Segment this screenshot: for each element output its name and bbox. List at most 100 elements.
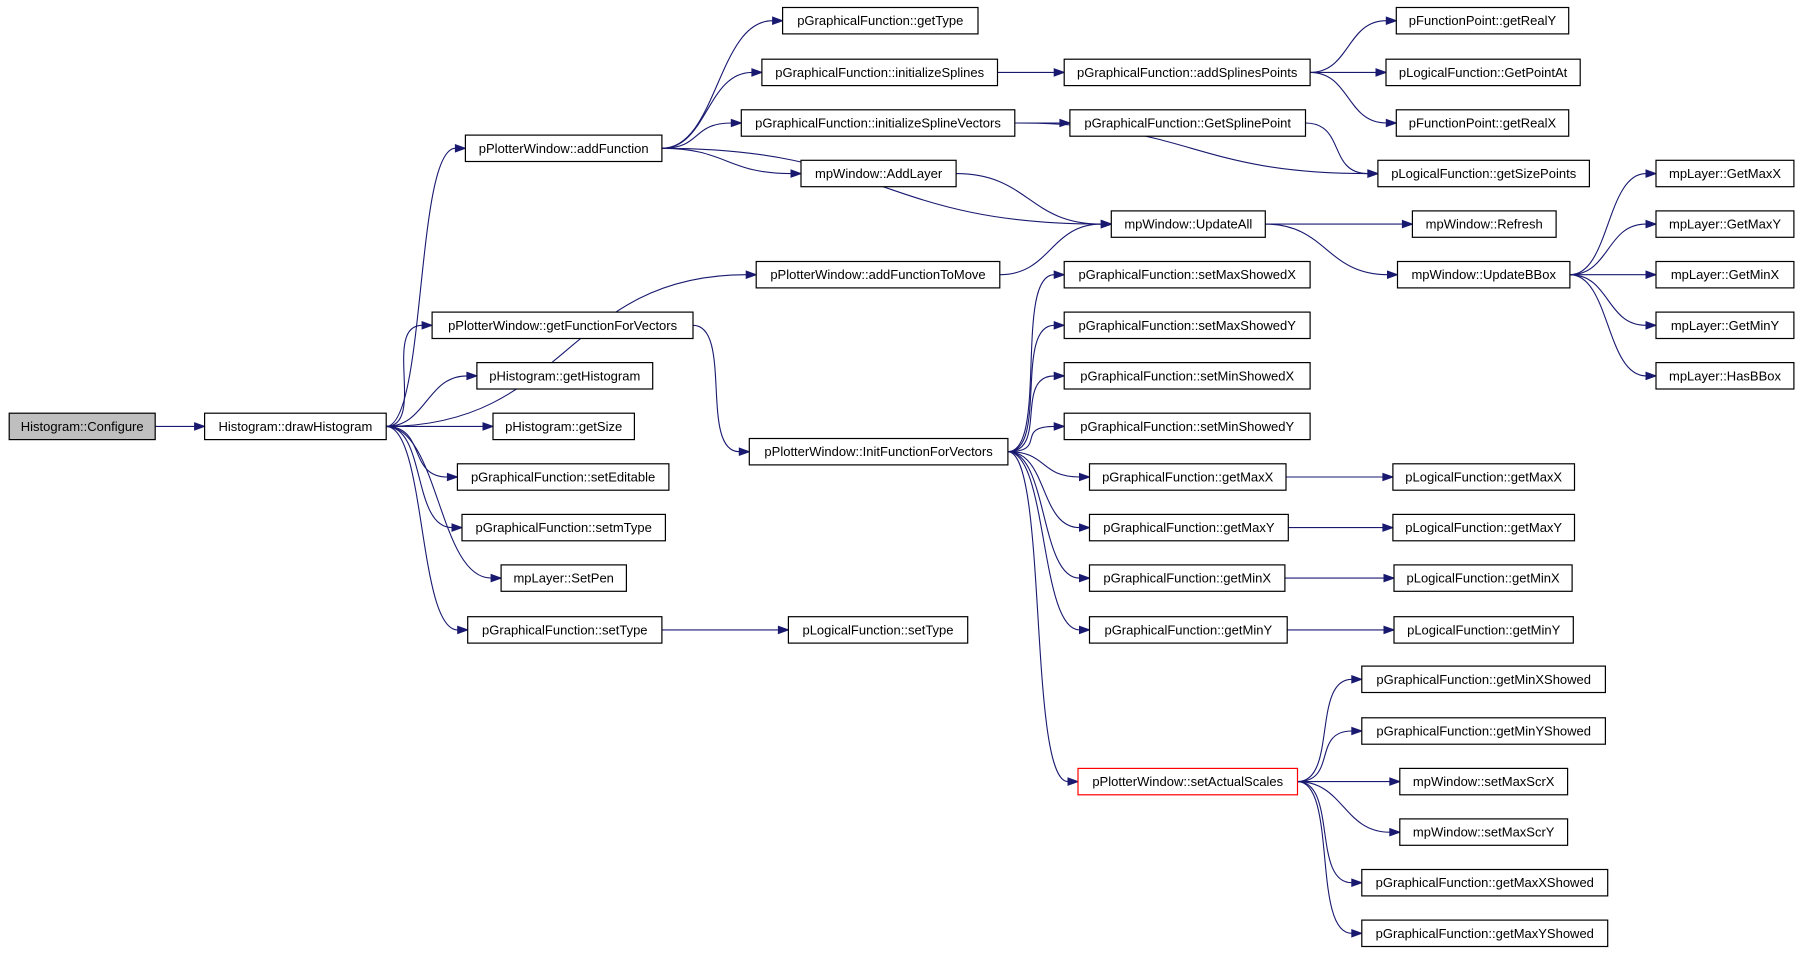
node-refresh[interactable]: mpWindow::Refresh [1411,210,1557,238]
edge-line [1310,20,1387,73]
node-set-actual-scales[interactable]: pPlotterWindow::setActualScales [1077,767,1299,796]
node-label: Histogram::drawHistogram [218,419,372,434]
node-l-get-min-x[interactable]: pLogicalFunction::getMinX [1393,564,1573,592]
node-label: mpLayer::GetMaxY [1669,217,1781,232]
node-set-max-scr-y[interactable]: mpWindow::setMaxScrY [1399,818,1569,846]
node-box [1395,6,1570,35]
edge-initFunctionForVectors-to-gGetMaxX [1007,451,1091,482]
node-box [456,463,670,491]
node-label: pGraphicalFunction::initializeSplines [775,65,984,80]
node-label: pGraphicalFunction::getMinXShowed [1376,672,1591,687]
node-get-size-points[interactable]: pLogicalFunction::getSizePoints [1377,159,1591,188]
node-set-type[interactable]: pGraphicalFunction::setType [467,616,663,644]
node-update-all[interactable]: mpWindow::UpdateAll [1110,210,1266,238]
edge-line [661,147,792,175]
node-label: pLogicalFunction::setType [802,622,953,637]
node-set-max-showed-y[interactable]: pGraphicalFunction::setMaxShowedY [1063,311,1311,340]
node-box [1399,767,1569,796]
arrowhead [1351,878,1364,888]
node-get-function-for-vectors[interactable]: pPlotterWindow::getFunctionForVectors [431,311,694,340]
arrowhead [1067,777,1080,786]
node-add-splines-points[interactable]: pGraphicalFunction::addSplinesPoints [1063,58,1311,87]
node-configure[interactable]: Histogram::Configure [8,412,156,441]
edge-line [386,425,458,631]
node-box [1655,362,1795,390]
node-add-layer[interactable]: mpWindow::AddLayer [800,159,957,188]
node-label: pGraphicalFunction::getMaxY [1103,520,1275,535]
node-get-type[interactable]: pGraphicalFunction::getType [781,6,979,35]
node-box [431,311,694,340]
node-set-editable[interactable]: pGraphicalFunction::setEditable [456,463,670,491]
node-g-get-max-y[interactable]: pGraphicalFunction::getMaxY [1088,513,1289,542]
node-layer-get-min-y[interactable]: mpLayer::GetMinY [1655,311,1795,340]
node-set-max-scr-x[interactable]: mpWindow::setMaxScrX [1399,767,1569,796]
node-l-set-type[interactable]: pLogicalFunction::setType [787,616,969,644]
edge-line [1310,71,1387,124]
node-get-spline-point[interactable]: pGraphicalFunction::GetSplinePoint [1069,109,1307,137]
arrowhead [1053,422,1066,431]
node-update-b-box[interactable]: mpWindow::UpdateBBox [1396,260,1571,289]
edge-line [1297,781,1390,833]
node-layer-get-min-x[interactable]: mpLayer::GetMinX [1655,260,1795,289]
edge-setActualScales-to-getMinYShowed [1297,726,1364,783]
edge-updateBBox-to-layerGetMaxX [1569,169,1658,276]
node-get-max-y-showed[interactable]: pGraphicalFunction::getMaxYShowed [1361,919,1609,948]
node-l-get-max-x[interactable]: pLogicalFunction::getMaxX [1392,463,1576,491]
node-label: pLogicalFunction::getMinX [1406,571,1560,586]
edge-line [1569,274,1647,326]
node-label: pGraphicalFunction::getMaxX [1102,470,1274,485]
edge-setActualScales-to-getMaxXShowed [1297,781,1364,888]
node-add-function-to-move[interactable]: pPlotterWindow::addFunctionToMove [755,260,1001,289]
node-get-point-at[interactable]: pLogicalFunction::GetPointAt [1385,58,1581,87]
edge-initFunctionForVectors-to-setMinShowedX [1007,371,1066,453]
node-get-size[interactable]: pHistogram::getSize [492,412,635,441]
edge-setActualScales-to-setMaxScrX [1297,777,1402,786]
edge-initFunctionForVectors-to-setMaxShowedX [1007,270,1066,453]
node-set-min-showed-y[interactable]: pGraphicalFunction::setMinShowedY [1063,412,1311,441]
node-get-min-x-showed[interactable]: pGraphicalFunction::getMinXShowed [1361,665,1607,694]
node-box [1088,463,1287,491]
edge-line [1305,122,1368,175]
node-g-get-min-x[interactable]: pGraphicalFunction::getMinX [1088,564,1286,592]
arrowhead [457,625,470,635]
node-initialize-splines[interactable]: pGraphicalFunction::initializeSplines [761,58,999,87]
node-set-max-showed-x[interactable]: pGraphicalFunction::setMaxShowedX [1063,260,1311,289]
node-label: pGraphicalFunction::getType [797,13,963,28]
node-get-min-y-showed[interactable]: pGraphicalFunction::getMinYShowed [1361,717,1607,745]
node-box [1063,311,1311,340]
node-label: pGraphicalFunction::setmType [476,520,652,535]
node-draw-histogram[interactable]: Histogram::drawHistogram [204,412,387,441]
node-setm-type[interactable]: pGraphicalFunction::setmType [461,513,666,542]
node-l-get-max-y[interactable]: pLogicalFunction::getMaxY [1392,513,1576,542]
node-layer-get-max-y[interactable]: mpLayer::GetMaxY [1655,210,1795,238]
edge-line [692,324,740,453]
node-set-min-showed-x[interactable]: pGraphicalFunction::setMinShowedX [1063,362,1311,390]
node-label: pFunctionPoint::getRealX [1409,116,1557,131]
node-g-get-max-x[interactable]: pGraphicalFunction::getMaxX [1088,463,1287,491]
edge-initFunctionForVectors-to-setMinShowedY [1007,422,1066,453]
node-init-function-for-vectors[interactable]: pPlotterWindow::InitFunctionForVectors [748,437,1009,466]
node-box [461,513,666,542]
arrowhead [451,523,464,532]
node-box [1361,919,1609,948]
node-label: pGraphicalFunction::setMaxShowedX [1078,267,1296,282]
arrowhead [194,422,207,431]
node-get-histogram[interactable]: pHistogram::getHistogram [476,362,654,390]
node-g-get-min-y[interactable]: pGraphicalFunction::getMinY [1088,616,1288,644]
node-get-real-x[interactable]: pFunctionPoint::getRealX [1395,109,1570,137]
arrowhead [466,371,479,381]
node-initialize-spline-vectors[interactable]: pGraphicalFunction::initializeSplineVect… [740,109,1016,137]
node-add-function[interactable]: pPlotterWindow::addFunction [464,134,663,163]
edge-setType-to-lSetType [662,625,790,635]
node-layer-get-max-x[interactable]: mpLayer::GetMaxX [1655,159,1795,188]
node-set-pen[interactable]: mpLayer::SetPen [500,564,628,592]
node-l-get-min-y[interactable]: pLogicalFunction::getMinY [1393,616,1574,644]
node-get-real-y[interactable]: pFunctionPoint::getRealY [1395,6,1570,35]
edge-line [956,173,1102,225]
node-box [1361,717,1607,745]
node-layer-has-b-box[interactable]: mpLayer::HasBBox [1655,362,1795,390]
node-get-max-x-showed[interactable]: pGraphicalFunction::getMaxXShowed [1361,868,1609,897]
node-box [500,564,628,592]
arrowhead [738,447,751,457]
